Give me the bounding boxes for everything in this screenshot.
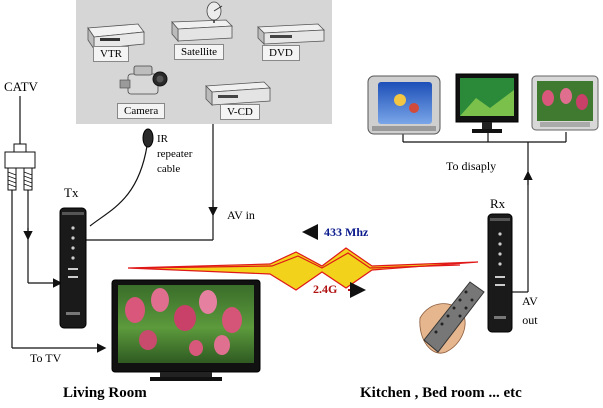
av-in-label: AV in	[227, 208, 255, 222]
tx-label: Tx	[64, 185, 79, 200]
display-crt-tv	[367, 75, 441, 135]
signal-wires	[11, 124, 567, 353]
living-room-tv	[111, 279, 261, 381]
flower-pattern	[125, 288, 242, 356]
display-flat-tv	[531, 75, 599, 131]
av-out-label: AV out	[522, 294, 538, 328]
camera-device	[119, 65, 168, 95]
kitchen-label: Kitchen , Bed room ... etc	[360, 385, 522, 401]
vcd-label: V-CD	[220, 104, 260, 121]
catv-label: CATV	[4, 79, 38, 94]
catv-splitter	[4, 96, 36, 191]
living-room-label: Living Room	[63, 385, 147, 401]
vtr-device	[87, 23, 145, 51]
freq-24g-label: 2.4G	[313, 282, 338, 296]
rx-label: Rx	[490, 196, 506, 211]
display-lcd-monitor	[455, 73, 519, 133]
dvd-device	[257, 23, 325, 45]
to-tv-label: To TV	[30, 351, 62, 365]
remote-control	[419, 281, 485, 354]
satellite-label: Satellite	[174, 44, 225, 61]
camera-label: Camera	[117, 103, 166, 120]
freq-433-label: 433 Mhz	[324, 225, 369, 239]
rx-receiver	[487, 213, 513, 333]
ir-eye-icon	[142, 128, 154, 148]
vcd-device	[205, 81, 271, 106]
dvd-label: DVD	[262, 45, 300, 62]
to-display-label: To disaply	[446, 159, 497, 173]
wireless-signal	[127, 247, 479, 291]
vtr-label: VTR	[93, 46, 129, 63]
ir-cable-label: IR repeater cable	[157, 133, 193, 175]
tx-transmitter	[59, 207, 87, 329]
satellite-device	[171, 1, 233, 43]
